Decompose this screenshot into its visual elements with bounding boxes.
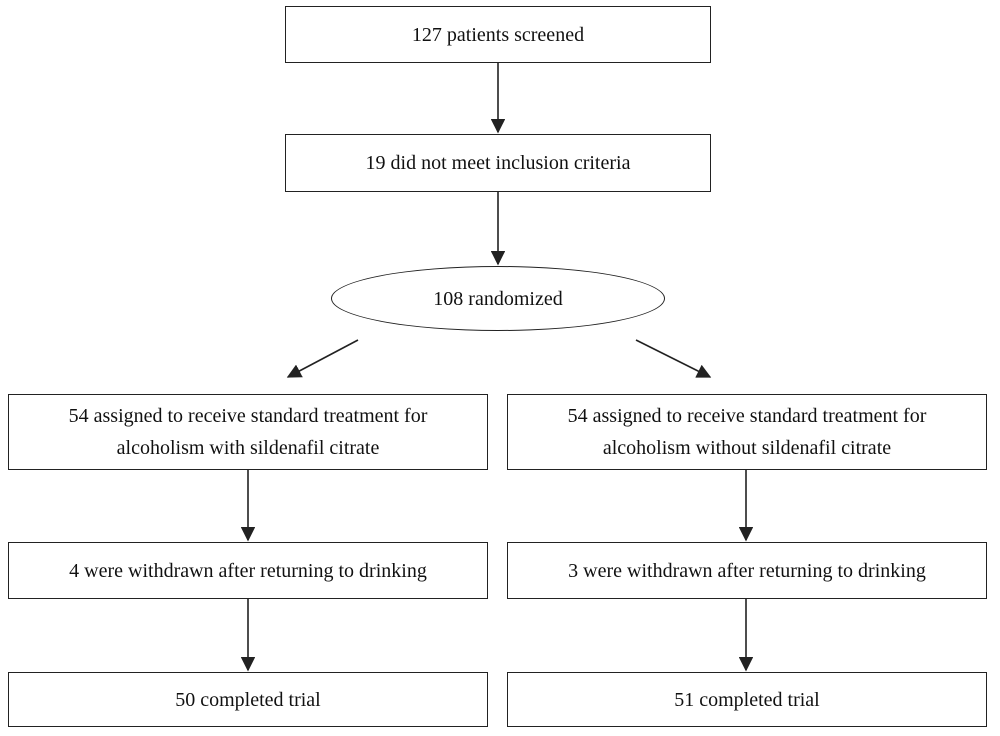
randomized-oval: 108 randomized <box>331 266 665 331</box>
left-assigned-box: 54 assigned to receive standard treatmen… <box>8 394 488 470</box>
left-assigned-label: 54 assigned to receive standard treatmen… <box>68 405 428 459</box>
screened-label: 127 patients screened <box>411 23 585 46</box>
left-completed-box: 50 completed trial <box>8 672 488 727</box>
left-withdrawn-label: 4 were withdrawn after returning to drin… <box>69 559 427 582</box>
arrow-randomized-to-left-arm <box>286 339 359 378</box>
right-withdrawn-label: 3 were withdrawn after returning to drin… <box>568 559 926 582</box>
screened-box: 127 patients screened <box>285 6 711 63</box>
right-assigned-label: 54 assigned to receive standard treatmen… <box>567 405 927 459</box>
left-withdrawn-box: 4 were withdrawn after returning to drin… <box>8 542 488 599</box>
right-completed-box: 51 completed trial <box>507 672 987 727</box>
excluded-label: 19 did not meet inclusion criteria <box>365 152 631 174</box>
right-withdrawn-box: 3 were withdrawn after returning to drin… <box>507 542 987 599</box>
randomized-label: 108 randomized <box>433 287 563 310</box>
right-completed-label: 51 completed trial <box>674 688 820 711</box>
right-assigned-box: 54 assigned to receive standard treatmen… <box>507 394 987 470</box>
left-completed-label: 50 completed trial <box>175 688 321 711</box>
arrow-randomized-to-right-arm <box>635 339 712 378</box>
excluded-box: 19 did not meet inclusion criteria <box>285 134 711 192</box>
